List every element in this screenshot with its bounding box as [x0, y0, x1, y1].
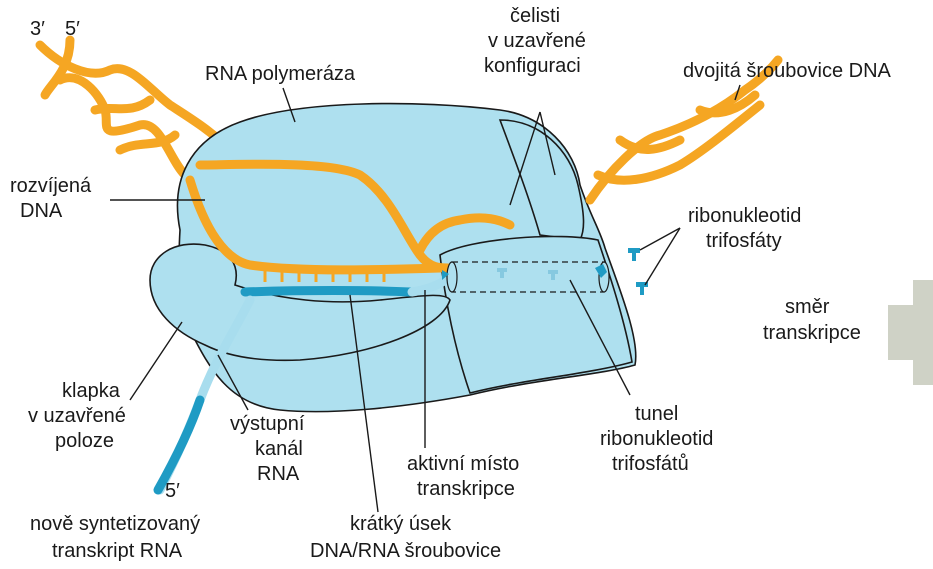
- label-jaws-1: čelisti: [510, 5, 560, 27]
- label-5-prime-dna-end: 5′: [65, 18, 80, 40]
- label-short-segment-1: krátký úsek: [350, 513, 452, 535]
- rna-polymerase-body: [150, 104, 636, 412]
- label-unwound-dna-1: rozvíjená: [10, 175, 92, 197]
- label-double-helix: dvojitá šroubovice DNA: [683, 60, 892, 82]
- label-jaws-3: konfiguraci: [484, 55, 581, 77]
- label-direction-1: směr: [785, 296, 830, 318]
- label-3-prime-end: 3′: [30, 18, 45, 40]
- label-ntp-1: ribonukleotid: [688, 205, 801, 227]
- label-rna-polymerase: RNA polymeráza: [205, 63, 356, 85]
- label-new-transcript-2: transkript RNA: [52, 540, 183, 562]
- label-active-site-2: transkripce: [417, 478, 515, 500]
- label-flap-3: poloze: [55, 430, 114, 452]
- label-5-prime-rna-end: 5′: [165, 480, 180, 502]
- right-arrow-icon: [888, 280, 933, 385]
- label-flap-2: v uzavřené: [28, 405, 126, 427]
- label-exit-channel-1: výstupní: [230, 413, 305, 435]
- label-ntp-2: trifosfáty: [706, 230, 782, 252]
- label-exit-channel-3: RNA: [257, 463, 300, 485]
- label-unwound-dna-2: DNA: [20, 200, 63, 222]
- label-tunnel-3: trifosfátů: [612, 453, 689, 475]
- label-exit-channel-2: kanál: [255, 438, 303, 460]
- label-jaws-2: v uzavřené: [488, 30, 586, 52]
- label-direction-2: transkripce: [763, 322, 861, 344]
- label-flap-1: klapka: [62, 380, 121, 402]
- label-short-segment-2: DNA/RNA šroubovice: [310, 540, 501, 562]
- label-new-transcript-1: nově syntetizovaný: [30, 513, 200, 535]
- label-tunnel-1: tunel: [635, 403, 678, 425]
- label-active-site-1: aktivní místo: [407, 453, 519, 475]
- label-tunnel-2: ribonukleotid: [600, 428, 713, 450]
